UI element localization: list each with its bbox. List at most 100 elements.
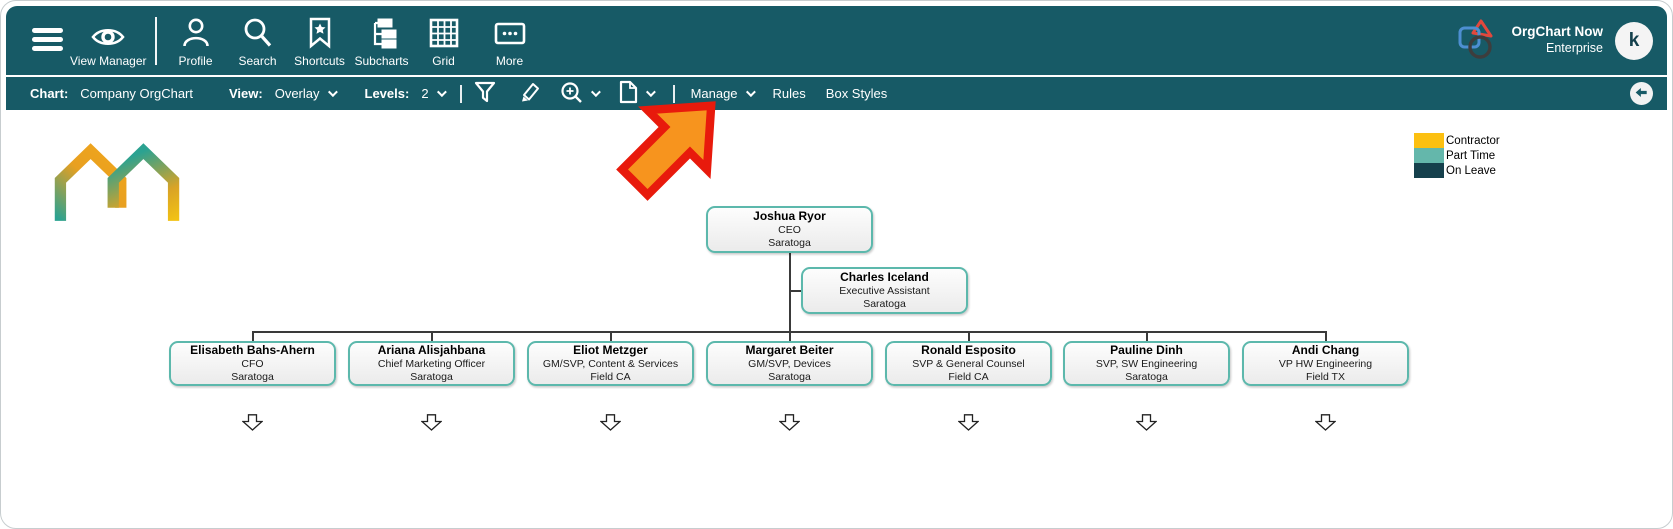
person-location: Saratoga <box>768 371 811 383</box>
expand-arrow-icon[interactable] <box>1135 414 1158 431</box>
arrow-left-icon <box>1635 86 1648 102</box>
document-button[interactable] <box>618 80 656 107</box>
legend-swatch-part-time <box>1414 148 1444 163</box>
expand-arrow-icon[interactable] <box>1314 414 1337 431</box>
org-node[interactable]: Andi Chang VP HW Engineering Field TX <box>1242 341 1409 386</box>
person-name: Joshua Ryor <box>753 209 826 224</box>
person-icon <box>181 17 211 49</box>
view-chevron-down-icon[interactable] <box>327 87 338 98</box>
org-node[interactable]: Ariana Alisjahbana Chief Marketing Offic… <box>348 341 515 386</box>
view-manager-label: View Manager <box>70 53 147 68</box>
shortcuts-label: Shortcuts <box>294 53 345 68</box>
person-location: Saratoga <box>768 237 811 249</box>
connector-line <box>789 253 791 331</box>
brand-subtitle: Enterprise <box>1546 41 1603 56</box>
main-menu-button[interactable] <box>24 12 70 70</box>
zoom-button[interactable] <box>560 81 601 107</box>
search-label: Search <box>238 53 277 68</box>
brand-title: OrgChart Now <box>1511 24 1603 40</box>
connector-line <box>252 331 254 341</box>
person-location: Saratoga <box>410 371 453 383</box>
top-navigation-bar: View Manager Profile Search <box>6 6 1667 75</box>
expand-arrow-icon[interactable] <box>420 414 443 431</box>
connector-line <box>1325 331 1327 341</box>
levels-selector[interactable]: 2 <box>421 86 429 101</box>
chart-label: Chart: <box>30 86 69 101</box>
subcharts-label: Subcharts <box>354 53 409 68</box>
hamburger-icon <box>31 24 63 56</box>
toolbar-separator <box>672 84 675 103</box>
grid-label: Grid <box>432 53 455 68</box>
person-location: Saratoga <box>1125 371 1168 383</box>
org-node[interactable]: Margaret Beiter GM/SVP, Devices Saratoga <box>706 341 873 386</box>
org-node[interactable]: Eliot Metzger GM/SVP, Content & Services… <box>527 341 694 386</box>
legend-swatch-contractor <box>1414 133 1444 148</box>
search-icon <box>242 17 273 49</box>
collapse-toolbar-button[interactable] <box>1630 82 1653 105</box>
chart-selector[interactable]: Company OrgChart <box>80 86 193 101</box>
person-name: Andi Chang <box>1291 343 1360 358</box>
person-name: Eliot Metzger <box>573 343 648 358</box>
search-button[interactable]: Search <box>231 12 285 70</box>
manage-label: Manage <box>690 86 738 101</box>
highlighter-icon <box>516 81 540 106</box>
person-title: CEO <box>778 224 801 237</box>
levels-label: Levels: <box>364 86 410 101</box>
person-title: CFO <box>241 358 264 371</box>
box-styles-menu[interactable]: Box Styles <box>826 86 887 101</box>
orgchart-app: View Manager Profile Search <box>6 6 1667 523</box>
connector-line <box>1146 331 1148 341</box>
highlighter-button[interactable] <box>516 81 540 106</box>
org-node-root[interactable]: Joshua Ryor CEO Saratoga <box>706 206 873 253</box>
legend-item: Part Time <box>1414 148 1500 163</box>
view-manager-button[interactable]: View Manager <box>70 12 147 70</box>
chart-toolbar: Chart: Company OrgChart View: Overlay Le… <box>6 75 1667 110</box>
person-name: Charles Iceland <box>840 270 929 285</box>
org-node[interactable]: Pauline Dinh SVP, SW Engineering Saratog… <box>1063 341 1230 386</box>
expand-arrow-icon[interactable] <box>241 414 264 431</box>
levels-chevron-down-icon[interactable] <box>436 87 447 98</box>
user-avatar[interactable]: k <box>1615 21 1653 60</box>
filter-funnel-icon <box>474 81 496 106</box>
orgchart-now-logo <box>1455 16 1499 65</box>
person-name: Ronald Esposito <box>921 343 1016 358</box>
expand-arrow-icon[interactable] <box>778 414 801 431</box>
legend-item: On Leave <box>1414 163 1500 178</box>
org-node[interactable]: Elisabeth Bahs-Ahern CFO Saratoga <box>169 341 336 386</box>
brand-text: OrgChart Now Enterprise <box>1511 24 1603 57</box>
box-styles-label: Box Styles <box>825 86 888 101</box>
document-chevron-down-icon[interactable] <box>645 87 656 98</box>
org-node-assistant[interactable]: Charles Iceland Executive Assistant Sara… <box>801 267 968 314</box>
zoom-chevron-down-icon[interactable] <box>590 87 601 98</box>
zoom-in-icon <box>560 81 583 107</box>
person-title: SVP & General Counsel <box>912 358 1025 371</box>
rules-menu[interactable]: Rules <box>773 86 806 101</box>
view-selector[interactable]: Overlay <box>274 86 320 101</box>
eye-icon <box>90 25 126 49</box>
person-location: Field CA <box>590 371 631 383</box>
expand-arrow-icon[interactable] <box>599 414 622 431</box>
legend-label: Part Time <box>1446 149 1496 162</box>
more-button[interactable]: More <box>483 12 537 70</box>
org-node[interactable]: Ronald Esposito SVP & General Counsel Fi… <box>885 341 1052 386</box>
subcharts-tree-icon <box>366 17 398 49</box>
filter-button[interactable] <box>474 81 496 106</box>
person-name: Margaret Beiter <box>745 343 834 358</box>
expand-arrow-icon[interactable] <box>957 414 980 431</box>
grid-button[interactable]: Grid <box>417 12 471 70</box>
topbar-divider <box>154 16 157 65</box>
person-title: SVP, SW Engineering <box>1095 358 1198 371</box>
profile-button[interactable]: Profile <box>169 12 223 70</box>
shortcuts-button[interactable]: Shortcuts <box>293 12 347 70</box>
chart-canvas[interactable]: Contractor Part Time On Leave Joshua Ryo… <box>6 110 1667 521</box>
subcharts-button[interactable]: Subcharts <box>355 12 409 70</box>
person-title: Chief Marketing Officer <box>377 358 486 371</box>
person-title: GM/SVP, Devices <box>748 358 831 371</box>
rules-label: Rules <box>772 86 806 101</box>
manage-chevron-down-icon <box>745 87 756 98</box>
legend-label: On Leave <box>1446 164 1496 177</box>
manage-menu[interactable]: Manage <box>690 86 756 101</box>
legend-item: Contractor <box>1414 133 1500 148</box>
company-logo <box>51 127 183 234</box>
connector-line <box>968 331 970 341</box>
